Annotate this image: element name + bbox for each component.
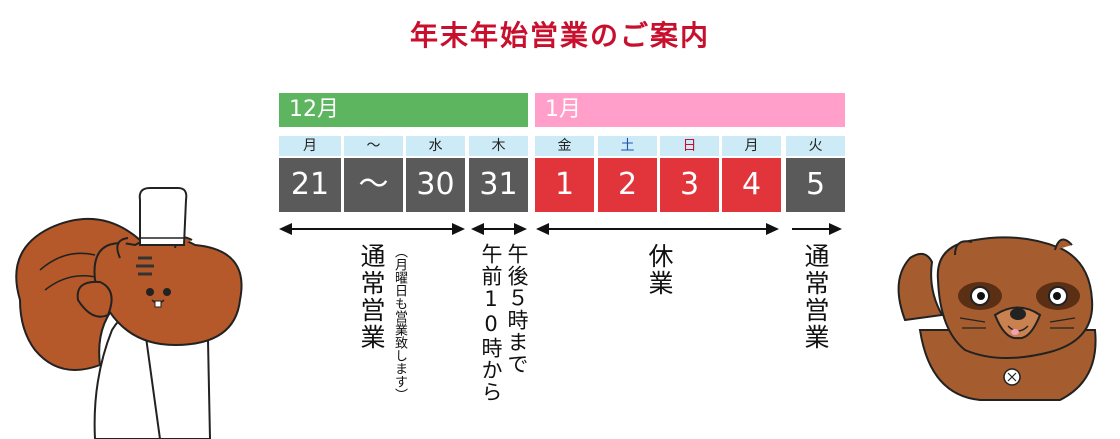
date-3: 3 <box>660 158 719 212</box>
weekday-range: ～ <box>344 136 403 156</box>
weekday-sun: 日 <box>660 136 719 156</box>
weekday-mon: 月 <box>279 136 341 156</box>
date-21: 21 <box>279 158 341 212</box>
arrow-holiday <box>536 223 779 235</box>
date-4: 4 <box>722 158 781 212</box>
date-5: 5 <box>786 158 845 212</box>
label-regular-hours-december: 通常営業 <box>357 243 386 351</box>
arrow-regular-january <box>792 223 842 235</box>
label-monday-open-note: （月曜日も営業致します） <box>392 245 407 401</box>
label-dec31-opening: 午前10時から <box>479 243 503 403</box>
tanuki-illustration <box>897 236 1097 401</box>
month-bar-december: 12月 <box>279 93 528 127</box>
date-2: 2 <box>598 158 657 212</box>
month-bar-january: 1月 <box>535 93 845 127</box>
weekday-fri: 金 <box>535 136 594 156</box>
squirrel-chef-illustration <box>15 187 243 439</box>
weekday-tue: 火 <box>786 136 845 156</box>
label-dec31-closing: 午後５時まで <box>505 243 529 375</box>
date-1: 1 <box>535 158 594 212</box>
page-title: 年末年始営業のご案内 <box>409 19 710 52</box>
arrow-dec31 <box>471 223 527 235</box>
weekday-wed: 水 <box>406 136 465 156</box>
date-31: 31 <box>469 158 528 212</box>
arrow-regular-december <box>279 223 465 235</box>
weekday-sat: 土 <box>598 136 657 156</box>
label-regular-hours-january: 通常営業 <box>801 243 830 351</box>
date-range: ～ <box>344 158 403 212</box>
label-holiday: 休業 <box>645 243 674 297</box>
weekday-thu: 木 <box>469 136 528 156</box>
weekday-mon-2: 月 <box>722 136 781 156</box>
date-30: 30 <box>406 158 465 212</box>
